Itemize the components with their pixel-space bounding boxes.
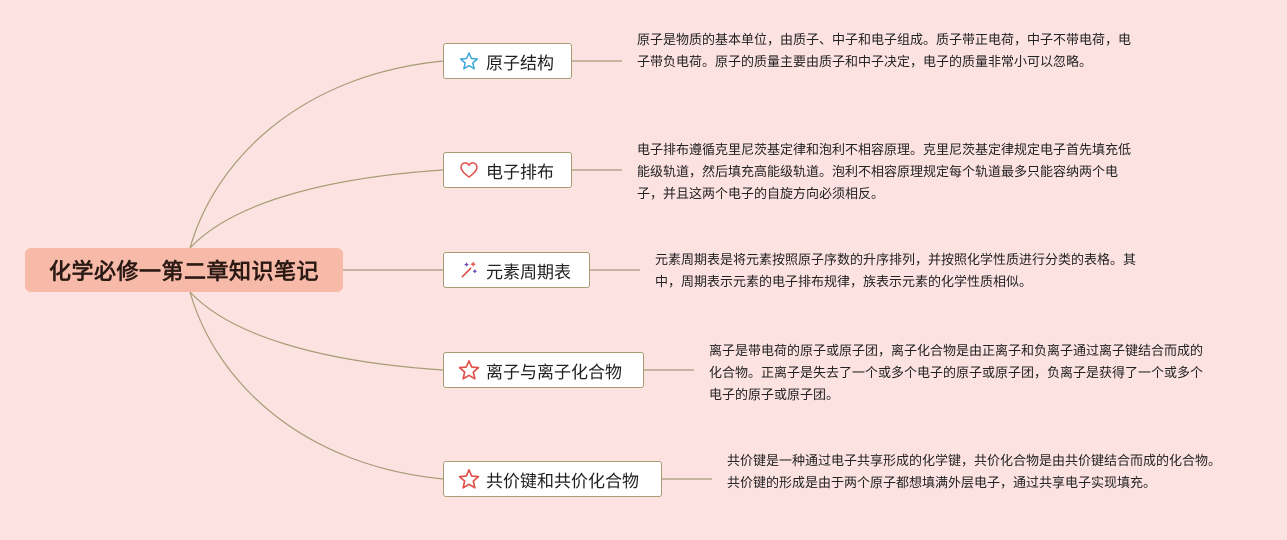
heart-outline-icon — [458, 159, 480, 181]
note-covalent-bonds[interactable]: 共价键是一种通过电子共享形成的化学键，共价化合物是由共价键结合而成的化合物。共价… — [727, 454, 1222, 491]
star-outline-icon — [458, 50, 480, 72]
root-title: 化学必修一第二章知识笔记 — [48, 260, 319, 285]
topic-label: 电子排布 — [486, 162, 554, 183]
note-electron-configuration[interactable]: 电子排布遵循克里尼茨基定律和泡利不相容原理。克里尼茨基定律规定电子首先填充低能级… — [637, 143, 1132, 202]
topic-label: 离子与离子化合物 — [486, 362, 622, 383]
root-topic[interactable]: 化学必修一第二章知识笔记 — [25, 248, 343, 292]
star-outline-icon — [458, 359, 480, 381]
connector-root-topic-4 — [189, 291, 444, 371]
connector-root-topic-2 — [189, 169, 444, 249]
topic-electron-configuration[interactable]: 电子排布 — [443, 152, 572, 188]
topic-label: 原子结构 — [486, 53, 554, 74]
connector-root-topic-1 — [189, 60, 444, 249]
note-periodic-table[interactable]: 元素周期表是将元素按照原子序数的升序排列，并按照化学性质进行分类的表格。其中，周… — [655, 253, 1137, 290]
note-ions-ionic-compounds[interactable]: 离子是带电荷的原子或原子团，离子化合物是由正离子和负离子通过离子键结合而成的化合… — [709, 344, 1204, 403]
connector-root-topic-5 — [189, 291, 444, 480]
topic-ions-ionic-compounds[interactable]: 离子与离子化合物 — [443, 352, 644, 388]
topic-label: 元素周期表 — [486, 262, 571, 283]
topic-covalent-bonds[interactable]: 共价键和共价化合物 — [443, 461, 662, 497]
topic-periodic-table[interactable]: 元素周期表 — [443, 252, 590, 288]
star-outline-icon — [458, 468, 480, 490]
note-atomic-structure[interactable]: 原子是物质的基本单位，由质子、中子和电子组成。质子带正电荷，中子不带电荷，电子带… — [637, 33, 1132, 70]
magic-wand-icon — [458, 259, 480, 281]
topic-label: 共价键和共价化合物 — [486, 471, 639, 492]
topic-atomic-structure[interactable]: 原子结构 — [443, 43, 572, 79]
